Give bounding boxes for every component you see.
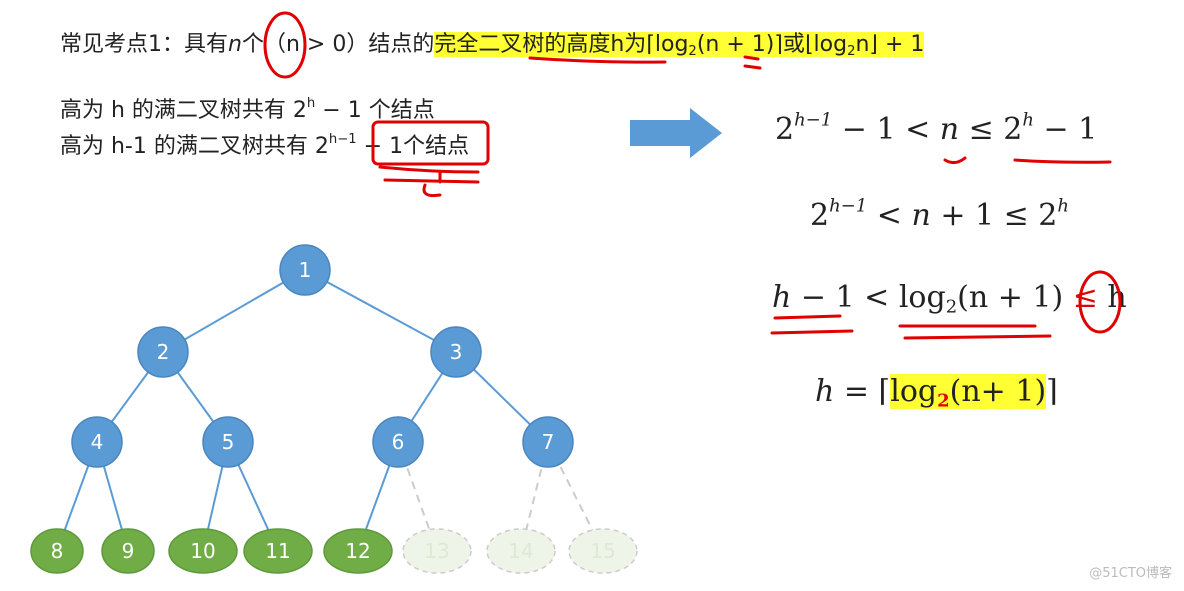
tree-node-15: 15 bbox=[568, 528, 638, 574]
text: h bbox=[772, 280, 792, 315]
text: 常见考点1：具有 bbox=[60, 32, 228, 57]
text: ≤ 2 bbox=[959, 112, 1023, 147]
text: 高为 h-1 的满二叉树共有 bbox=[60, 134, 315, 159]
text: − 1 bbox=[356, 134, 404, 159]
node-label: 14 bbox=[508, 539, 533, 563]
node-label: 8 bbox=[51, 539, 64, 563]
text: 个 bbox=[241, 32, 264, 57]
tree-edge bbox=[304, 269, 457, 353]
text: 2 bbox=[775, 112, 795, 147]
text: h bbox=[1022, 109, 1034, 131]
node-label: 10 bbox=[190, 539, 215, 563]
tree-node-5: 5 bbox=[202, 416, 254, 468]
text: (n + 1)⌉ bbox=[696, 32, 783, 57]
tree-node-14: 14 bbox=[486, 528, 556, 574]
text: − 1 个结点 bbox=[315, 98, 435, 123]
text: n bbox=[939, 112, 960, 147]
text: 2 bbox=[847, 43, 856, 59]
equation-2: 2h−1 < n + 1 ≤ 2h bbox=[810, 195, 1069, 233]
node-label: 4 bbox=[91, 430, 104, 454]
tree-node-10: 10 bbox=[168, 528, 238, 574]
highlighted-log: log2(n+ 1) bbox=[890, 374, 1047, 412]
tree-node-12: 12 bbox=[323, 528, 393, 574]
heading-line: 常见考点1：具有n个（n > 0）结点的完全二叉树的高度h为⌈log2(n + … bbox=[60, 26, 925, 59]
text: 或 bbox=[782, 32, 805, 57]
text: h bbox=[1097, 280, 1127, 315]
text: − 1 < bbox=[832, 112, 940, 147]
text: 完全二叉树的高度h为 bbox=[434, 32, 647, 57]
tree-node-7: 7 bbox=[522, 416, 574, 468]
text: − 1 bbox=[1033, 112, 1098, 147]
right-arrow-icon bbox=[630, 108, 722, 158]
text: < bbox=[867, 198, 912, 233]
full-tree-h-1-line: 高为 h-1 的满二叉树共有 2h−1 − 1个结点 bbox=[60, 128, 469, 160]
tree-node-2: 2 bbox=[137, 326, 189, 378]
text: log bbox=[890, 374, 938, 409]
tree-edge bbox=[162, 269, 306, 353]
equation-4: h = ⌈log2(n+ 1)⌉ bbox=[815, 374, 1058, 412]
text: 个结点 bbox=[403, 134, 470, 159]
tree-node-3: 3 bbox=[430, 326, 482, 378]
tree-node-6: 6 bbox=[372, 416, 424, 468]
node-label: 5 bbox=[222, 430, 235, 454]
n-var: n bbox=[228, 32, 242, 57]
node-label: 1 bbox=[299, 258, 312, 282]
red-annotations bbox=[263, 11, 1122, 340]
text: h−1 bbox=[794, 109, 833, 131]
text: − 1 < log bbox=[791, 280, 946, 315]
text: h−1 bbox=[328, 132, 357, 148]
equation-1: 2h−1 − 1 < n ≤ 2h − 1 bbox=[775, 109, 1098, 147]
text: n⌋ + 1 bbox=[855, 32, 925, 57]
node-label: 7 bbox=[542, 430, 555, 454]
text: （n > 0）结点的 bbox=[263, 32, 435, 57]
tree-node-1: 1 bbox=[279, 244, 331, 296]
full-tree-h-line: 高为 h 的满二叉树共有 2h − 1 个结点 bbox=[60, 92, 435, 124]
node-label: 3 bbox=[450, 340, 463, 364]
tree-node-11: 11 bbox=[243, 528, 313, 574]
text: (n + 1) bbox=[957, 280, 1073, 315]
equation-3: h − 1 < log2(n + 1) ≤ h bbox=[772, 280, 1127, 318]
node-label: 9 bbox=[122, 539, 135, 563]
text: h bbox=[815, 374, 835, 409]
text: 2 bbox=[810, 198, 830, 233]
tree-node-8: 8 bbox=[30, 528, 84, 574]
highlighted-formula: 完全二叉树的高度h为⌈log2(n + 1)⌉或⌊log2n⌋ + 1 bbox=[434, 32, 925, 59]
node-label: 13 bbox=[424, 539, 449, 563]
node-label: 12 bbox=[345, 539, 370, 563]
text: 2 bbox=[945, 296, 958, 318]
text: n bbox=[911, 198, 931, 233]
text: ≤ bbox=[1072, 280, 1098, 315]
text: 2 bbox=[688, 43, 697, 59]
text: ⌊log bbox=[804, 32, 848, 57]
tree-node-13: 13 bbox=[402, 528, 472, 574]
tree-node-9: 9 bbox=[101, 528, 155, 574]
text: 2 bbox=[314, 134, 329, 159]
node-label: 6 bbox=[392, 430, 405, 454]
watermark: @51CTO博客 bbox=[1089, 566, 1172, 581]
node-label: 15 bbox=[590, 539, 615, 563]
text: 高为 h 的满二叉树共有 2 bbox=[60, 98, 307, 123]
text: = ⌈ bbox=[834, 374, 891, 409]
text: h bbox=[306, 96, 316, 112]
text: ⌉ bbox=[1046, 374, 1058, 409]
text: h bbox=[1057, 195, 1069, 217]
text: 2 bbox=[937, 390, 950, 412]
text: h−1 bbox=[829, 195, 868, 217]
text: (n+ 1) bbox=[949, 374, 1047, 409]
tree-node-4: 4 bbox=[71, 416, 123, 468]
node-label: 11 bbox=[265, 539, 290, 563]
text: ⌈log bbox=[646, 32, 689, 57]
node-label: 2 bbox=[157, 340, 170, 364]
text: + 1 ≤ 2 bbox=[930, 198, 1058, 233]
